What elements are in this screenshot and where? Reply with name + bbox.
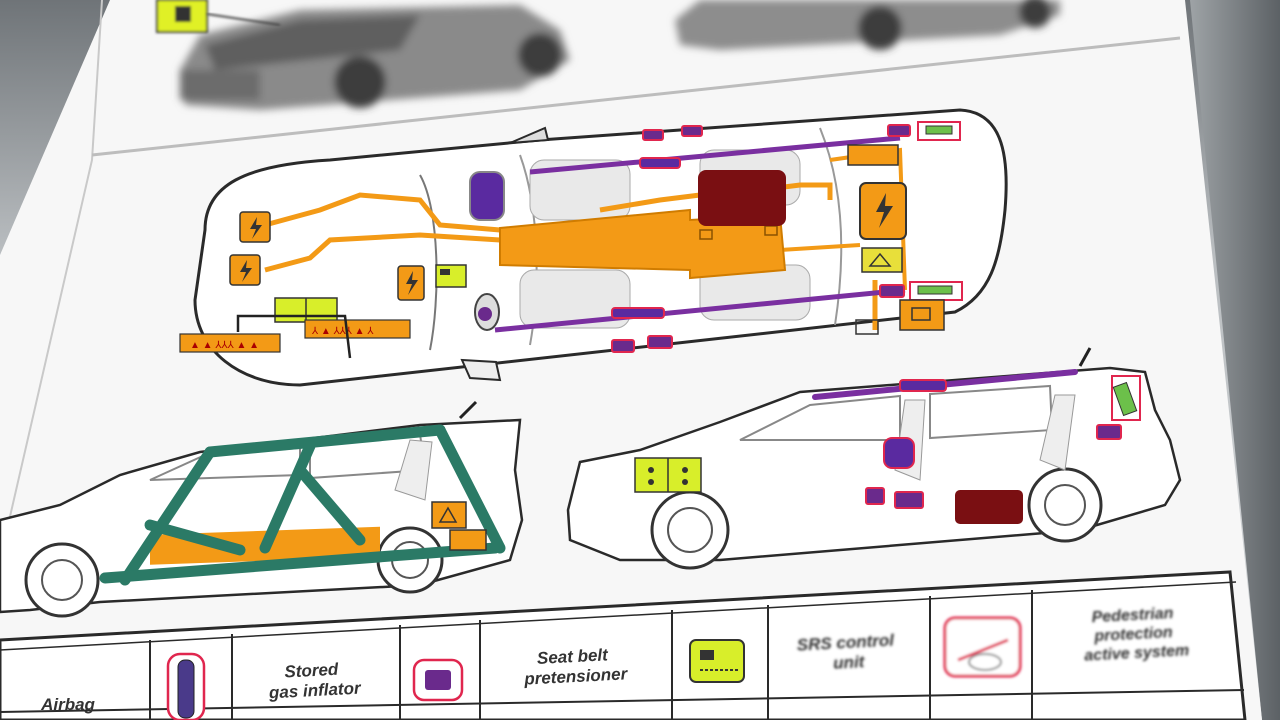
srs-photo-badge [156, 0, 208, 33]
gas-strut [1111, 375, 1141, 421]
svg-text:▲ ▲ ⅄⅄⅄ ▲ ▲: ▲ ▲ ⅄⅄⅄ ▲ ▲ [190, 340, 259, 351]
high-voltage-icon [239, 211, 271, 243]
legend-label-stored-gas-inflator: Stored gas inflator [266, 659, 362, 703]
inflator-icon [611, 307, 665, 319]
side-view-airbag-car [566, 347, 1182, 570]
seatbelt-pretensioner-icon [412, 658, 464, 702]
legend-label-line: Stored [284, 660, 339, 682]
seatbelt-pretensioner-icon [894, 491, 924, 509]
sheet-border [0, 0, 103, 561]
svg-text:⅄ ▲ ⅄⅄⅄ ▲ ⅄: ⅄ ▲ ⅄⅄⅄ ▲ ⅄ [311, 326, 374, 337]
passenger-airbag [469, 171, 505, 221]
rear-photo-car [675, 0, 1060, 50]
curtain-airbag-right [494, 287, 906, 333]
reinforcement-frame [99, 424, 506, 586]
inflator-icon [639, 157, 681, 169]
low-voltage-battery [955, 490, 1023, 524]
front-photo-car [180, 5, 570, 110]
high-voltage-icon [229, 254, 261, 286]
seatbelt-pretensioner-icon [865, 487, 885, 505]
seatbelt-pretensioner-icon [887, 124, 911, 137]
seatbelt-pretensioner-icon [642, 129, 664, 141]
srs-unit-icon [847, 144, 899, 166]
legend-label-line: active system [1084, 642, 1190, 664]
low-voltage-battery [698, 170, 786, 226]
rear-control-box [899, 299, 945, 331]
legend-label-line: unit [833, 652, 866, 673]
seatbelt-pretensioner-icon [681, 125, 703, 137]
srs-unit-icon [689, 639, 745, 683]
seatbelt-pretensioner-icon [1096, 424, 1122, 440]
high-voltage-icon [397, 265, 425, 301]
srs-unit-icon [861, 247, 903, 273]
top-photos [180, 0, 1060, 110]
section-divider [91, 36, 1181, 157]
inflator-icon [166, 652, 206, 720]
seat-airbag [883, 437, 915, 469]
legend-table: Airbag Stored gas inflator Seat belt pre… [0, 570, 1247, 720]
legend-label-line: protection [1093, 624, 1173, 645]
hv-battery-pack [499, 208, 787, 280]
legend-label-line: Pedestrian [1091, 605, 1174, 626]
legend-label-pedestrian-protection: Pedestrian protection active system [1082, 604, 1190, 664]
top-view-car: ▲ ▲ ⅄⅄⅄ ▲ ▲ ⅄ ▲ ⅄⅄⅄ ▲ ⅄ [179, 108, 1008, 387]
front-sensor-bar: ▲ ▲ ⅄⅄⅄ ▲ ▲ [179, 333, 281, 353]
seatbelt-pretensioner-icon [611, 339, 635, 353]
inflator-icon [899, 379, 947, 392]
pedestrian-protection-icon [943, 616, 1022, 678]
seatbelt-pretensioner-icon [647, 335, 673, 349]
legend-label-line: gas inflator [268, 679, 363, 703]
srs-unit-icon [431, 501, 467, 529]
high-voltage-icon [859, 182, 907, 240]
legend-label-line: Seat belt [536, 645, 609, 668]
gas-strut [917, 121, 961, 141]
srs-unit-icon [634, 457, 702, 493]
hv-cable [264, 192, 501, 233]
side-view-reinforcement-car [0, 400, 524, 618]
seatbelt-pretensioner-icon [879, 284, 905, 298]
curtain-airbag-left [529, 135, 901, 175]
legend-label-airbag: Airbag [40, 695, 95, 714]
srs-unit-icon [435, 264, 467, 288]
front-sensor-bar: ⅄ ▲ ⅄⅄⅄ ▲ ⅄ [304, 319, 411, 339]
sheet-edge [1190, 0, 1280, 720]
photo-callout-line [206, 13, 281, 26]
gas-strut [909, 281, 963, 301]
